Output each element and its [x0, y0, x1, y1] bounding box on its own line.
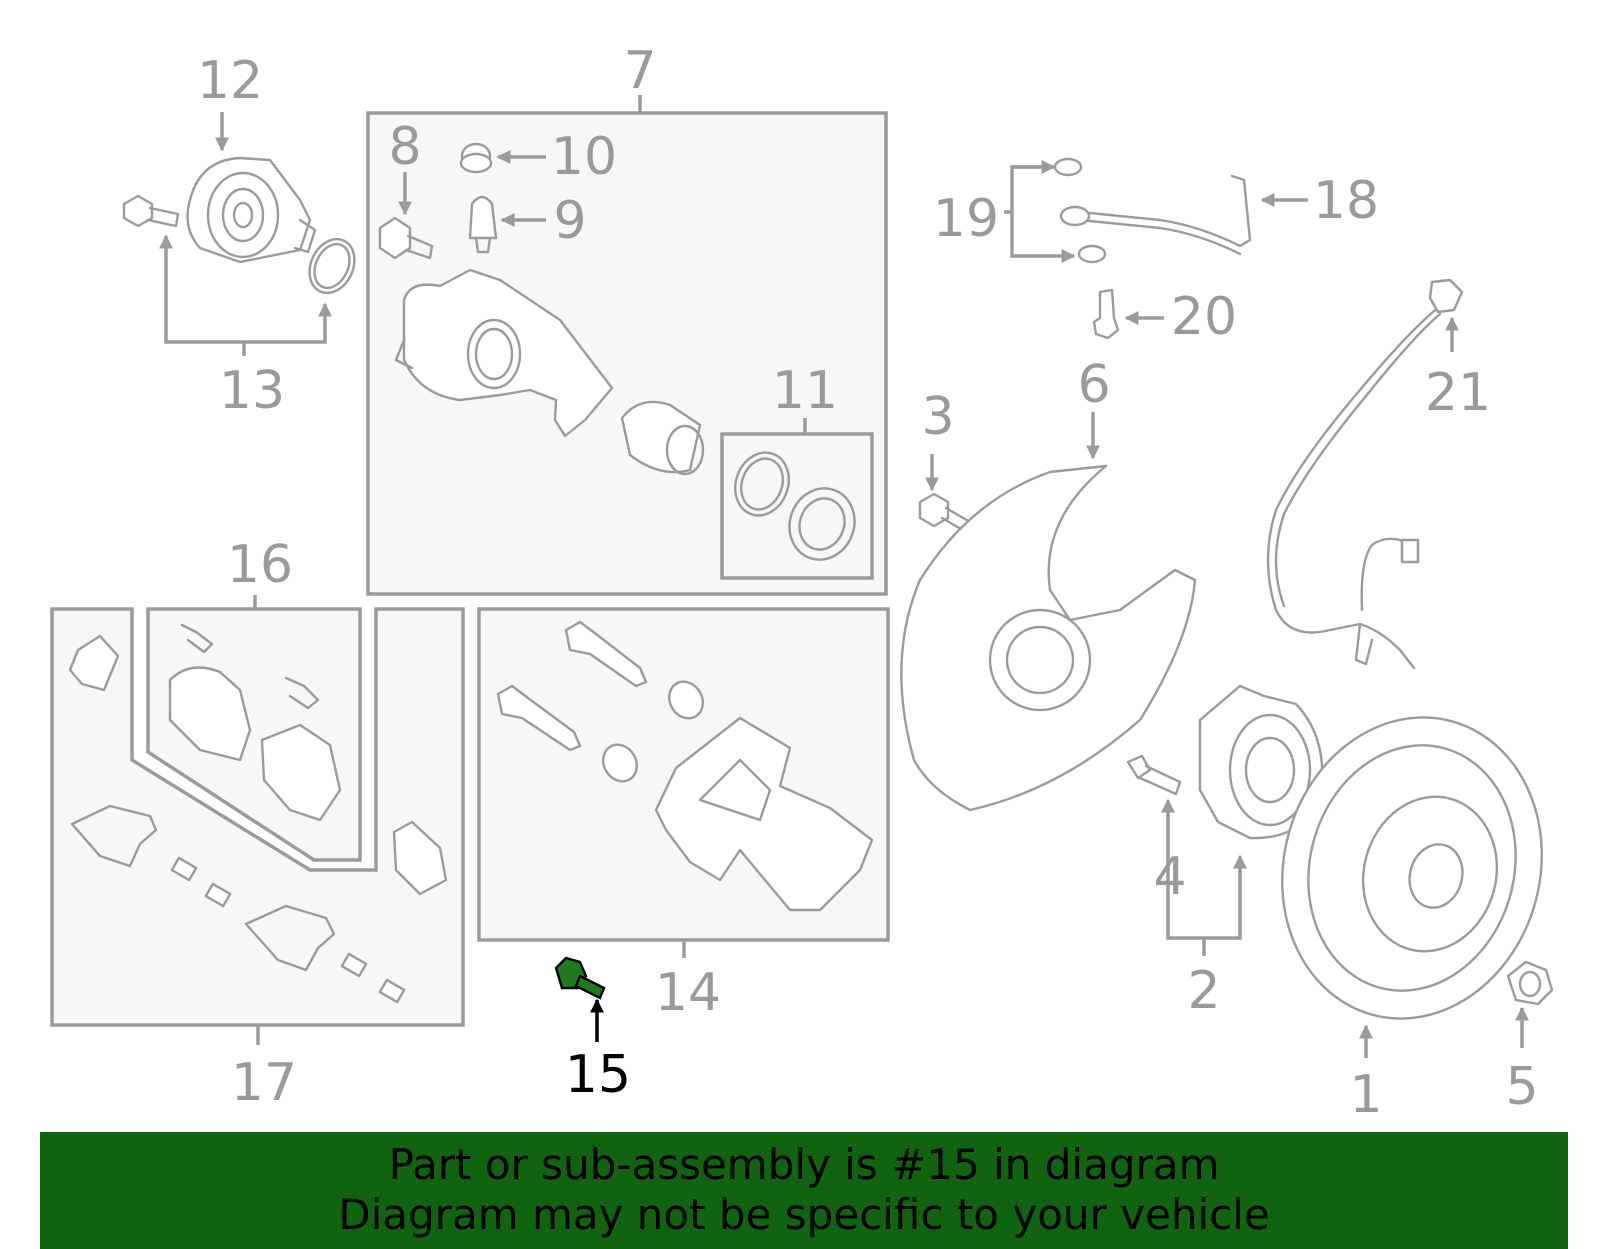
callout-10: 10 [551, 127, 617, 187]
brake-pads [68, 623, 448, 896]
callout-20: 20 [1171, 287, 1237, 347]
callout-4: 4 [1153, 847, 1186, 907]
banner-line-2: Diagram may not be specific to your vehi… [338, 1190, 1270, 1239]
callout-12: 12 [197, 51, 263, 111]
pad-clips-and-shims [70, 804, 406, 1004]
callout-3: 3 [921, 387, 954, 447]
callout-2: 2 [1187, 961, 1220, 1021]
callout-7: 7 [623, 41, 656, 101]
callout-17: 17 [231, 1053, 297, 1113]
callout-21: 21 [1425, 363, 1491, 423]
callout-19: 19 [933, 189, 999, 249]
abs-sensor-harness [1266, 278, 1464, 670]
caliper-housing [394, 268, 614, 438]
part-15-bolt [554, 956, 606, 1000]
callout-14: 14 [655, 963, 721, 1023]
callout-8: 8 [388, 117, 421, 177]
parking-brake-motor [186, 156, 317, 264]
callout-6: 6 [1077, 355, 1110, 415]
callout-13: 13 [219, 361, 285, 421]
brake-rotor [1281, 716, 1543, 1020]
callout-16: 16 [227, 535, 293, 595]
callout-18: 18 [1313, 171, 1379, 231]
caliper-bracket-and-pins [496, 620, 874, 912]
banner-line-1: Part or sub-assembly is #15 in diagram [388, 1140, 1220, 1189]
seal-kit-box [720, 432, 874, 580]
callout-9: 9 [553, 191, 586, 251]
caliper-piston [620, 400, 705, 476]
parts-diagram: 1 2 3 4 5 6 7 8 9 10 11 12 13 14 15 16 1… [50, 41, 1554, 1125]
callout-1: 1 [1349, 1065, 1382, 1125]
dust-shield [900, 464, 1197, 812]
brake-hose [1053, 157, 1252, 340]
callout-15: 15 [565, 1045, 631, 1105]
bleeder-screw-and-fittings [378, 142, 498, 260]
info-banner: Part or sub-assembly is #15 in diagram D… [40, 1132, 1568, 1249]
lug-nut [1506, 960, 1554, 1006]
wheel-hub [1198, 684, 1324, 840]
caliper-seals [734, 451, 856, 561]
wheel-stud [1126, 754, 1182, 796]
callout-5: 5 [1505, 1057, 1538, 1117]
callout-11: 11 [772, 361, 838, 421]
